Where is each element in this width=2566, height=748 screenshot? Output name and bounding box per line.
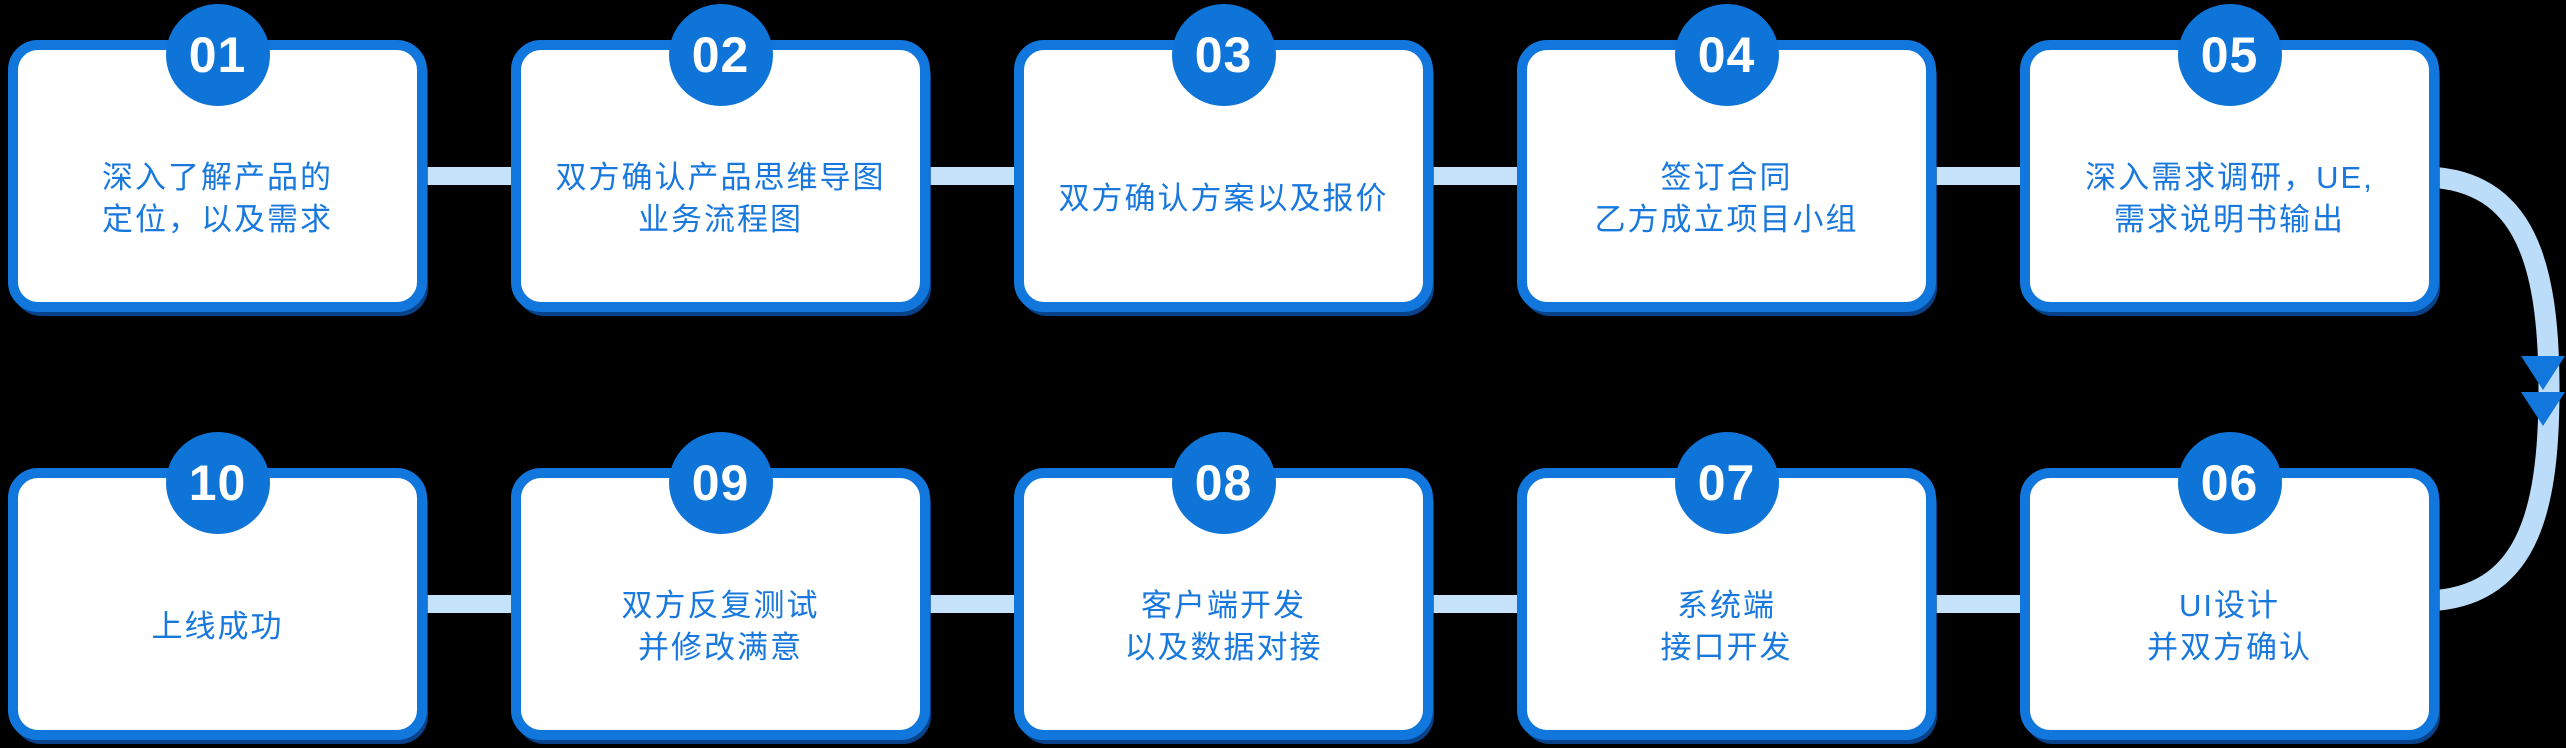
step-description-line: 业务流程图: [638, 202, 803, 237]
connector-bar: [1423, 167, 1527, 185]
step-card-05: 05 深入需求调研，UE, 需求说明书输出: [2020, 4, 2439, 312]
step-description: 双方确认方案以及报价: [1024, 50, 1423, 302]
step-description-line: 深入需求调研，UE,: [2085, 160, 2374, 195]
step-description: UI设计并双方确认: [2030, 478, 2429, 730]
step-number-badge: 07: [1674, 432, 1779, 534]
step-description: 签订合同乙方成立项目小组: [1527, 50, 1926, 302]
step-description-line: 以及数据对接: [1124, 630, 1323, 665]
connector-bar: [1926, 167, 2030, 185]
step-description: 双方确认产品思维导图业务流程图: [521, 50, 920, 302]
arrow-head-icon: [2521, 392, 2565, 426]
step-number-badge: 06: [2177, 432, 2282, 534]
step-card-10: 10 上线成功: [8, 432, 427, 740]
step-description-line: 深入了解产品的: [102, 160, 333, 195]
step-description-line: 客户端开发: [1141, 588, 1306, 623]
step-card-04: 04 签订合同乙方成立项目小组: [1517, 4, 1936, 312]
step-card-08: 08 客户端开发以及数据对接: [1014, 432, 1433, 740]
step-description: 客户端开发以及数据对接: [1024, 478, 1423, 730]
step-description-line: 定位，以及需求: [102, 202, 333, 237]
step-description-line: 双方确认方案以及报价: [1058, 181, 1389, 216]
step-description-line: 双方反复测试: [621, 588, 820, 623]
step-description-line: 签订合同: [1660, 160, 1793, 195]
step-description: 上线成功: [18, 478, 417, 730]
connector-bar: [920, 595, 1024, 613]
step-number-badge: 04: [1674, 4, 1779, 106]
connector-bar: [1423, 595, 1527, 613]
step-card-07: 07 系统端接口开发: [1517, 432, 1936, 740]
step-description-line: 乙方成立项目小组: [1594, 202, 1859, 237]
step-description-line: 并双方确认: [2147, 630, 2312, 665]
connector-bar: [417, 595, 521, 613]
step-number-badge: 08: [1171, 432, 1276, 534]
step-description-line: 上线成功: [151, 609, 284, 644]
step-description-line: 系统端: [1677, 588, 1776, 623]
step-number-badge: 10: [165, 432, 270, 534]
step-description-line: 接口开发: [1660, 630, 1793, 665]
step-card-02: 02 双方确认产品思维导图业务流程图: [511, 4, 930, 312]
step-description-line: 并修改满意: [638, 630, 803, 665]
step-description-line: 双方确认产品思维导图: [555, 160, 886, 195]
step-number-badge: 02: [668, 4, 773, 106]
arrow-head-icon: [2521, 356, 2565, 390]
step-card-03: 03 双方确认方案以及报价: [1014, 4, 1433, 312]
process-row-top: 01 深入了解产品的定位，以及需求 02 双方确认产品思维导图业务流程图 03 …: [8, 4, 2439, 312]
process-row-bottom: 10 上线成功 09 双方反复测试并修改满意 08 客户端开发以及数据对接 07…: [8, 432, 2439, 740]
step-card-06: 06 UI设计并双方确认: [2020, 432, 2439, 740]
step-number-badge: 01: [165, 4, 270, 106]
step-description-line: UI设计: [2179, 588, 2280, 623]
step-description: 系统端接口开发: [1527, 478, 1926, 730]
step-card-09: 09 双方反复测试并修改满意: [511, 432, 930, 740]
step-description: 深入需求调研，UE, 需求说明书输出: [2030, 50, 2429, 302]
step-description: 双方反复测试并修改满意: [521, 478, 920, 730]
connector-bar: [417, 167, 521, 185]
step-number-badge: 03: [1171, 4, 1276, 106]
step-description: 深入了解产品的定位，以及需求: [18, 50, 417, 302]
curve-path: [2427, 166, 2560, 612]
step-card-01: 01 深入了解产品的定位，以及需求: [8, 4, 427, 312]
connector-bar: [1926, 595, 2030, 613]
connector-bar: [920, 167, 1024, 185]
step-description-line: 需求说明书输出: [2114, 202, 2345, 237]
step-number-badge: 09: [668, 432, 773, 534]
step-number-badge: 05: [2177, 4, 2282, 106]
